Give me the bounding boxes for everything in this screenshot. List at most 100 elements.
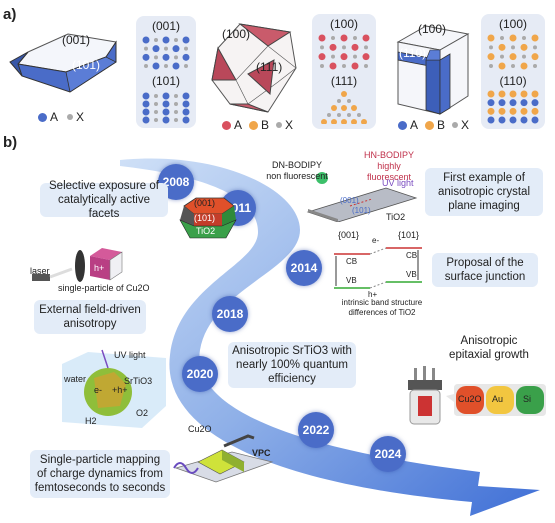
- lattice-atom: [364, 45, 368, 50]
- lattice-atom: [498, 107, 506, 115]
- event-2018-card: External field-driven anisotropy: [34, 300, 146, 334]
- lattice-atom: [162, 116, 170, 124]
- lattice-atom: [174, 102, 178, 106]
- lattice-3-top-pattern: [487, 34, 539, 70]
- laser-caption: single-particle of Cu2O: [58, 283, 150, 293]
- crystal-2-lattice-box: (100) (111): [312, 14, 376, 129]
- lattice-atom: [142, 92, 150, 100]
- lattice-atom: [331, 105, 337, 111]
- epitaxial-layer-cu2o: Cu2O: [458, 394, 482, 404]
- dn-bodipy-name: DN-BODIPY: [271, 160, 322, 170]
- year-2014: 2014: [286, 250, 322, 286]
- crystal-3-legend: A B X: [398, 118, 469, 132]
- lattice-atom: [154, 94, 158, 98]
- lattice-atom: [331, 36, 335, 40]
- lattice-atom: [172, 45, 180, 53]
- lattice-atom: [142, 116, 150, 124]
- lattice-atom: [154, 110, 158, 114]
- lattice-3-bottom-pattern: [487, 90, 539, 124]
- lattice-atom: [531, 90, 539, 98]
- lattice-atom: [182, 116, 190, 124]
- legend-a: A: [234, 118, 243, 132]
- timeline-arrow: [120, 158, 540, 516]
- lattice-atom: [331, 54, 335, 59]
- lattice-atom: [531, 107, 539, 115]
- lattice-atom: [533, 45, 537, 50]
- lattice-atom: [520, 116, 528, 124]
- event-2008-card: Selective exposure of catalytically acti…: [40, 180, 168, 220]
- lattice-atom: [174, 110, 178, 114]
- legend-b: B: [437, 118, 446, 132]
- lattice-atom: [162, 108, 170, 116]
- lattice-atom: [351, 62, 359, 70]
- event-2022-card: Single-particle mapping of charge dynami…: [30, 450, 170, 498]
- lattice-atom: [500, 54, 504, 59]
- band-cb-left: CB: [346, 257, 358, 266]
- lattice-atom: [353, 54, 357, 59]
- lattice-atom: [520, 107, 528, 115]
- crystal-3-lattice-box: (100) (110): [481, 14, 545, 129]
- lattice-atom: [182, 108, 190, 116]
- lattice-atom: [182, 36, 190, 44]
- lattice-atom: [520, 43, 528, 51]
- lattice-atom: [337, 113, 341, 117]
- lattice-atom: [522, 54, 526, 59]
- band-vb-left: VB: [346, 276, 357, 285]
- lattice-atom: [341, 119, 347, 124]
- srtio3-h2-label: H2: [85, 416, 97, 426]
- lattice-atom: [331, 119, 337, 124]
- lattice-atom: [184, 64, 188, 68]
- laser-hole-label: h+: [94, 263, 105, 273]
- event-2020b-label: Anisotropic epitaxial growth: [449, 335, 529, 361]
- lattice-atom: [164, 46, 168, 51]
- lattice-atom: [511, 45, 515, 50]
- lattice-atom: [520, 90, 528, 98]
- year-2022: 2022: [298, 412, 334, 448]
- lattice-atom: [337, 99, 341, 103]
- hn-bodipy-name: HN-BODIPY: [363, 150, 414, 160]
- lattice-atom: [329, 62, 337, 70]
- lattice-atom: [321, 119, 327, 124]
- lattice-atom: [318, 34, 326, 42]
- lattice-atom: [498, 62, 506, 70]
- lattice-atom: [520, 62, 528, 70]
- srtio3-water-label: water: [64, 374, 87, 384]
- lattice-atom: [162, 100, 170, 108]
- lattice-atom: [154, 55, 158, 60]
- lattice-atom: [184, 46, 188, 51]
- lattice-atom: [361, 119, 367, 124]
- lattice-atom: [509, 99, 517, 107]
- lattice-atom: [520, 99, 528, 107]
- electrochemical-cell-illustration: [408, 366, 442, 425]
- lattice-atom: [353, 36, 357, 40]
- lattice-atom: [347, 99, 351, 103]
- lattice-atom: [487, 107, 495, 115]
- laser-label: laser: [30, 266, 50, 276]
- legend-a: A: [410, 118, 419, 132]
- laser-illustration: [32, 248, 123, 282]
- legend-x: X: [461, 118, 470, 132]
- lattice-2-bottom-label: (111): [330, 74, 358, 88]
- lattice-1-top-pattern: [142, 36, 190, 70]
- lattice-atom: [152, 62, 160, 70]
- lattice-atom: [340, 34, 348, 42]
- tio2-top-label: (001): [194, 198, 216, 208]
- lattice-1-bottom-pattern: [142, 92, 190, 124]
- lattice-atom: [489, 64, 493, 68]
- lattice-atom: [509, 53, 517, 61]
- tio2-crystal-illustration: [179, 197, 237, 239]
- lattice-atom: [531, 34, 539, 42]
- lattice-atom: [164, 64, 168, 68]
- dn-bodipy-label: DN-BODIPY non fluorescent: [262, 160, 332, 182]
- lattice-2-bottom-pattern: [321, 91, 367, 124]
- lattice-3-top-label: (100): [498, 17, 527, 31]
- event-2011-card: First example of anisotropic crystal pla…: [425, 168, 543, 216]
- epitaxial-layer-au: Au: [492, 394, 504, 404]
- lattice-atom: [351, 105, 357, 111]
- lattice-atom: [489, 45, 493, 50]
- lattice-atom: [511, 64, 515, 68]
- crystal-2-shape: [211, 23, 297, 113]
- band-vb-right: VB: [406, 270, 417, 279]
- srtio3-name-label: SrTiO3: [124, 376, 153, 386]
- lattice-atom: [144, 64, 148, 68]
